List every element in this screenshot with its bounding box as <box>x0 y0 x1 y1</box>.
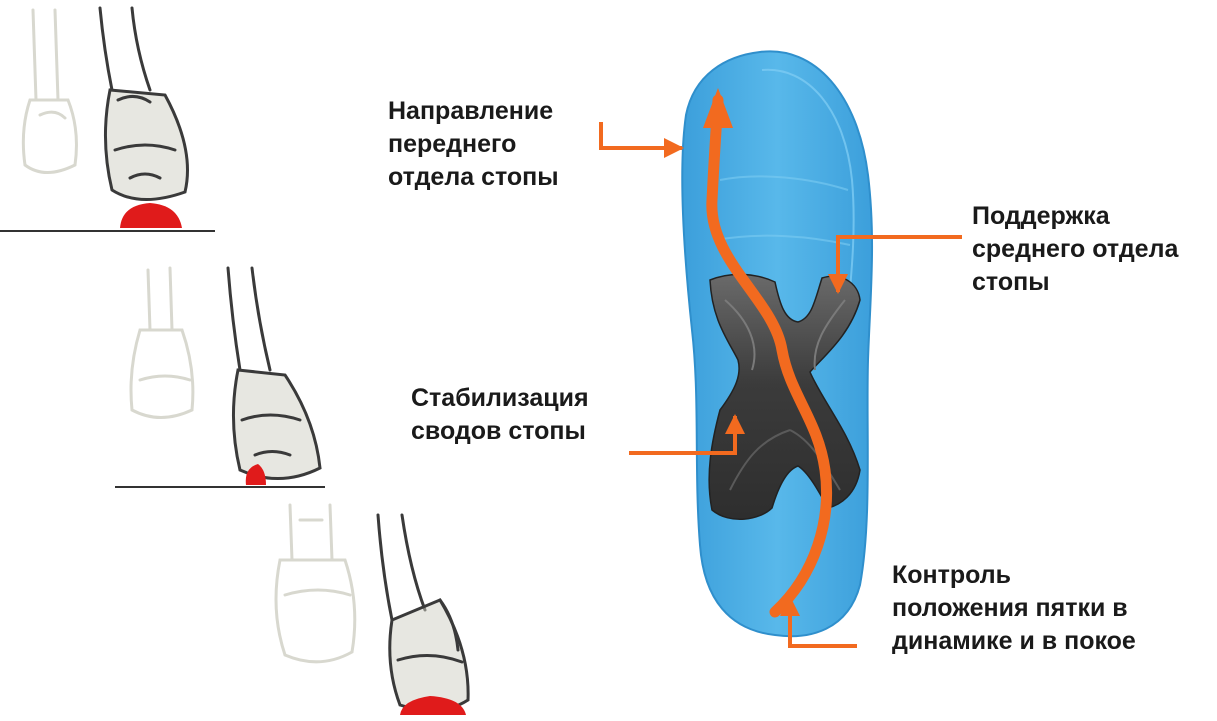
callout-arrow-icon <box>599 122 684 158</box>
label-line: Поддержка <box>972 202 1110 230</box>
label-forefoot-direction: Направление переднего отдела стопы <box>388 95 559 194</box>
pressure-zone-heel-2 <box>245 464 266 485</box>
label-line: положения пятки в <box>892 594 1128 622</box>
foot-sketch-icon <box>226 266 322 480</box>
label-line: Стабилизация <box>411 384 589 412</box>
label-line: сводов стопы <box>411 417 586 445</box>
curve-arrowhead <box>703 88 733 128</box>
stability-curve-arrow <box>706 94 833 618</box>
support-ridge <box>724 299 846 371</box>
callout-arrow-icon <box>780 596 857 648</box>
foot-sketch-icon <box>376 513 470 712</box>
label-line: динамике и в покое <box>892 627 1136 655</box>
insole <box>681 50 874 638</box>
foot-sketch-icon <box>274 503 357 664</box>
foot-sketch-icon <box>21 8 78 174</box>
label-line: Контроль <box>892 561 1012 589</box>
foot-sketch-1 <box>0 6 215 232</box>
support-ridge <box>729 429 841 491</box>
label-line: среднего отдела <box>972 235 1179 263</box>
foot-sketch-2 <box>115 266 325 488</box>
foot-sketch-icon <box>98 6 189 202</box>
callout-arrow-icon <box>828 235 962 294</box>
insole-inner-contour <box>719 175 849 191</box>
label-arch-stabilization: Стабилизация сводов стопы <box>411 382 589 448</box>
foot-sketch-icon <box>129 266 195 419</box>
label-line: стопы <box>972 268 1050 296</box>
label-line: переднего <box>388 130 517 158</box>
label-midfoot-support: Поддержка среднего отдела стопы <box>972 200 1178 299</box>
label-line: отдела стопы <box>388 163 559 191</box>
pressure-zone-heel-1 <box>120 203 182 228</box>
callout-arrows <box>599 122 962 648</box>
pressure-zone-heel-3 <box>400 696 466 715</box>
foot-sketch-3 <box>274 503 470 715</box>
label-heel-control: Контроль положения пятки в динамике и в … <box>892 559 1136 658</box>
insole-inner-contour <box>761 68 855 311</box>
callout-arrow-icon <box>629 414 745 455</box>
label-line: Направление <box>388 97 554 125</box>
